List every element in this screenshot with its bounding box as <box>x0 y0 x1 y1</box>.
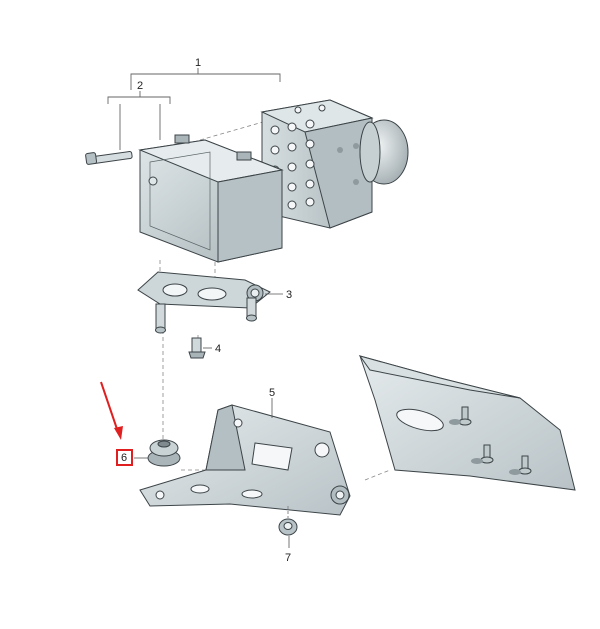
control-unit <box>138 134 284 263</box>
callout-4: 4 <box>215 343 221 355</box>
callout-3: 3 <box>286 289 292 301</box>
callout-6: 6 <box>121 452 127 464</box>
callout-5: 5 <box>269 387 275 399</box>
callout-7: 7 <box>285 552 291 564</box>
rubber-bushing <box>147 439 181 467</box>
mounting-plate <box>137 271 271 334</box>
hydraulic-unit <box>260 99 409 229</box>
screw <box>188 337 206 359</box>
callout-2: 2 <box>137 80 143 92</box>
highlight-marker <box>116 449 133 466</box>
assembly-guide-line <box>199 119 271 141</box>
bolt-pair <box>85 151 133 165</box>
nut <box>278 506 298 536</box>
vehicle-body-panel <box>358 355 576 491</box>
highlight-arrow <box>100 381 123 440</box>
callout-bracket-2 <box>107 91 171 150</box>
callout-1: 1 <box>195 57 201 69</box>
support-bracket <box>139 404 351 516</box>
callout-bracket-1 <box>130 68 281 90</box>
